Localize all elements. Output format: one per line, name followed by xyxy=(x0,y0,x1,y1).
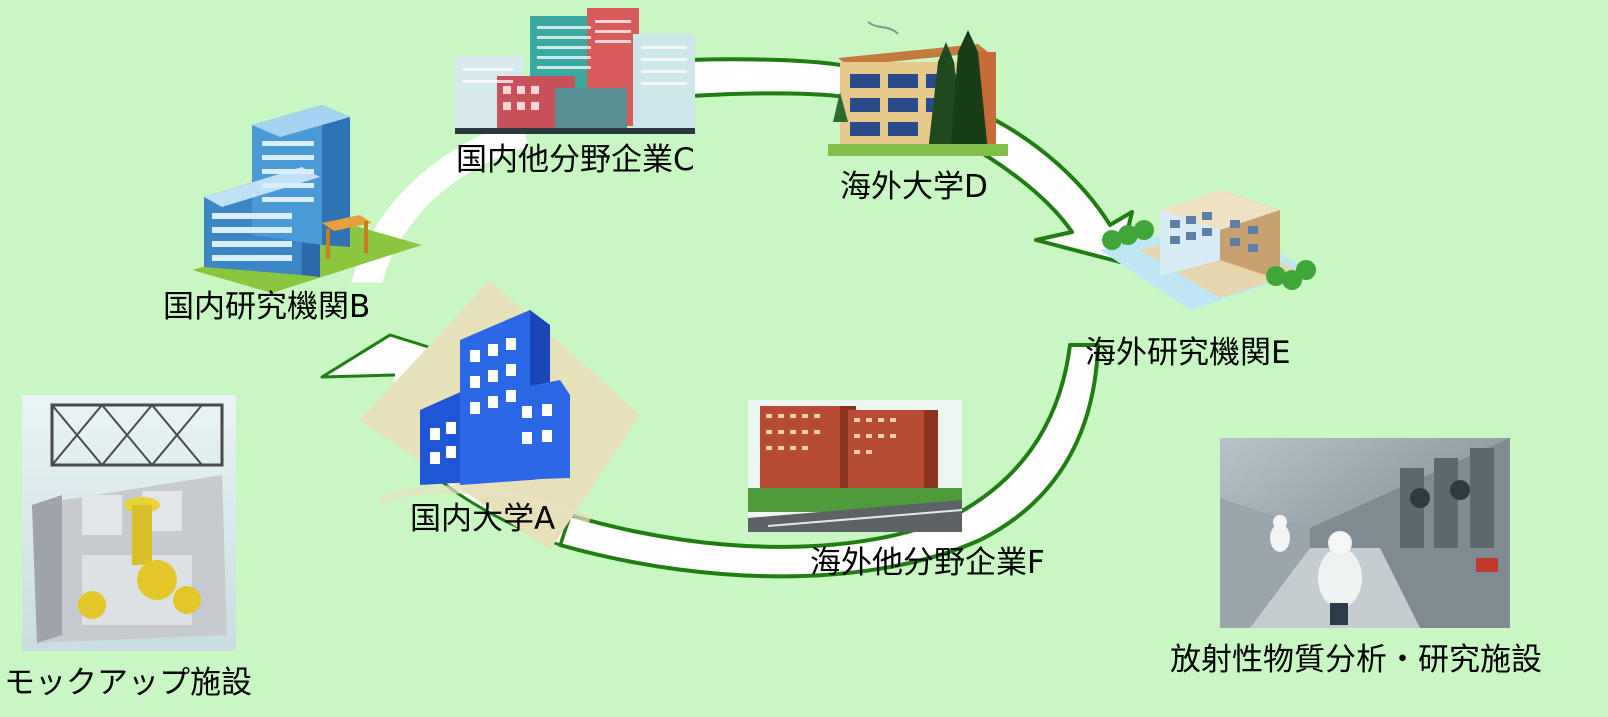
office-building-icon xyxy=(192,105,422,293)
label-mockup-facility: モックアップ施設 xyxy=(4,665,252,701)
institute-building-icon xyxy=(1100,190,1316,310)
university-building-icon xyxy=(360,280,640,550)
mockup-facility-icon xyxy=(22,395,236,651)
lab-photo-icon xyxy=(1220,438,1510,628)
label-company-f: 海外他分野企業F xyxy=(810,545,1045,581)
city-skyline-icon xyxy=(455,8,695,134)
label-university-d: 海外大学D xyxy=(840,169,988,205)
label-company-c: 国内他分野企業C xyxy=(456,142,695,178)
campus-building-icon xyxy=(828,21,1008,156)
arrows xyxy=(320,57,1134,579)
label-research-e: 海外研究機関E xyxy=(1085,335,1291,371)
label-analysis-facility: 放射性物質分析・研究施設 xyxy=(1170,642,1542,678)
label-research-b: 国内研究機関B xyxy=(163,289,371,325)
apartment-towers-icon xyxy=(748,400,963,532)
label-university-a: 国内大学A xyxy=(410,501,556,537)
